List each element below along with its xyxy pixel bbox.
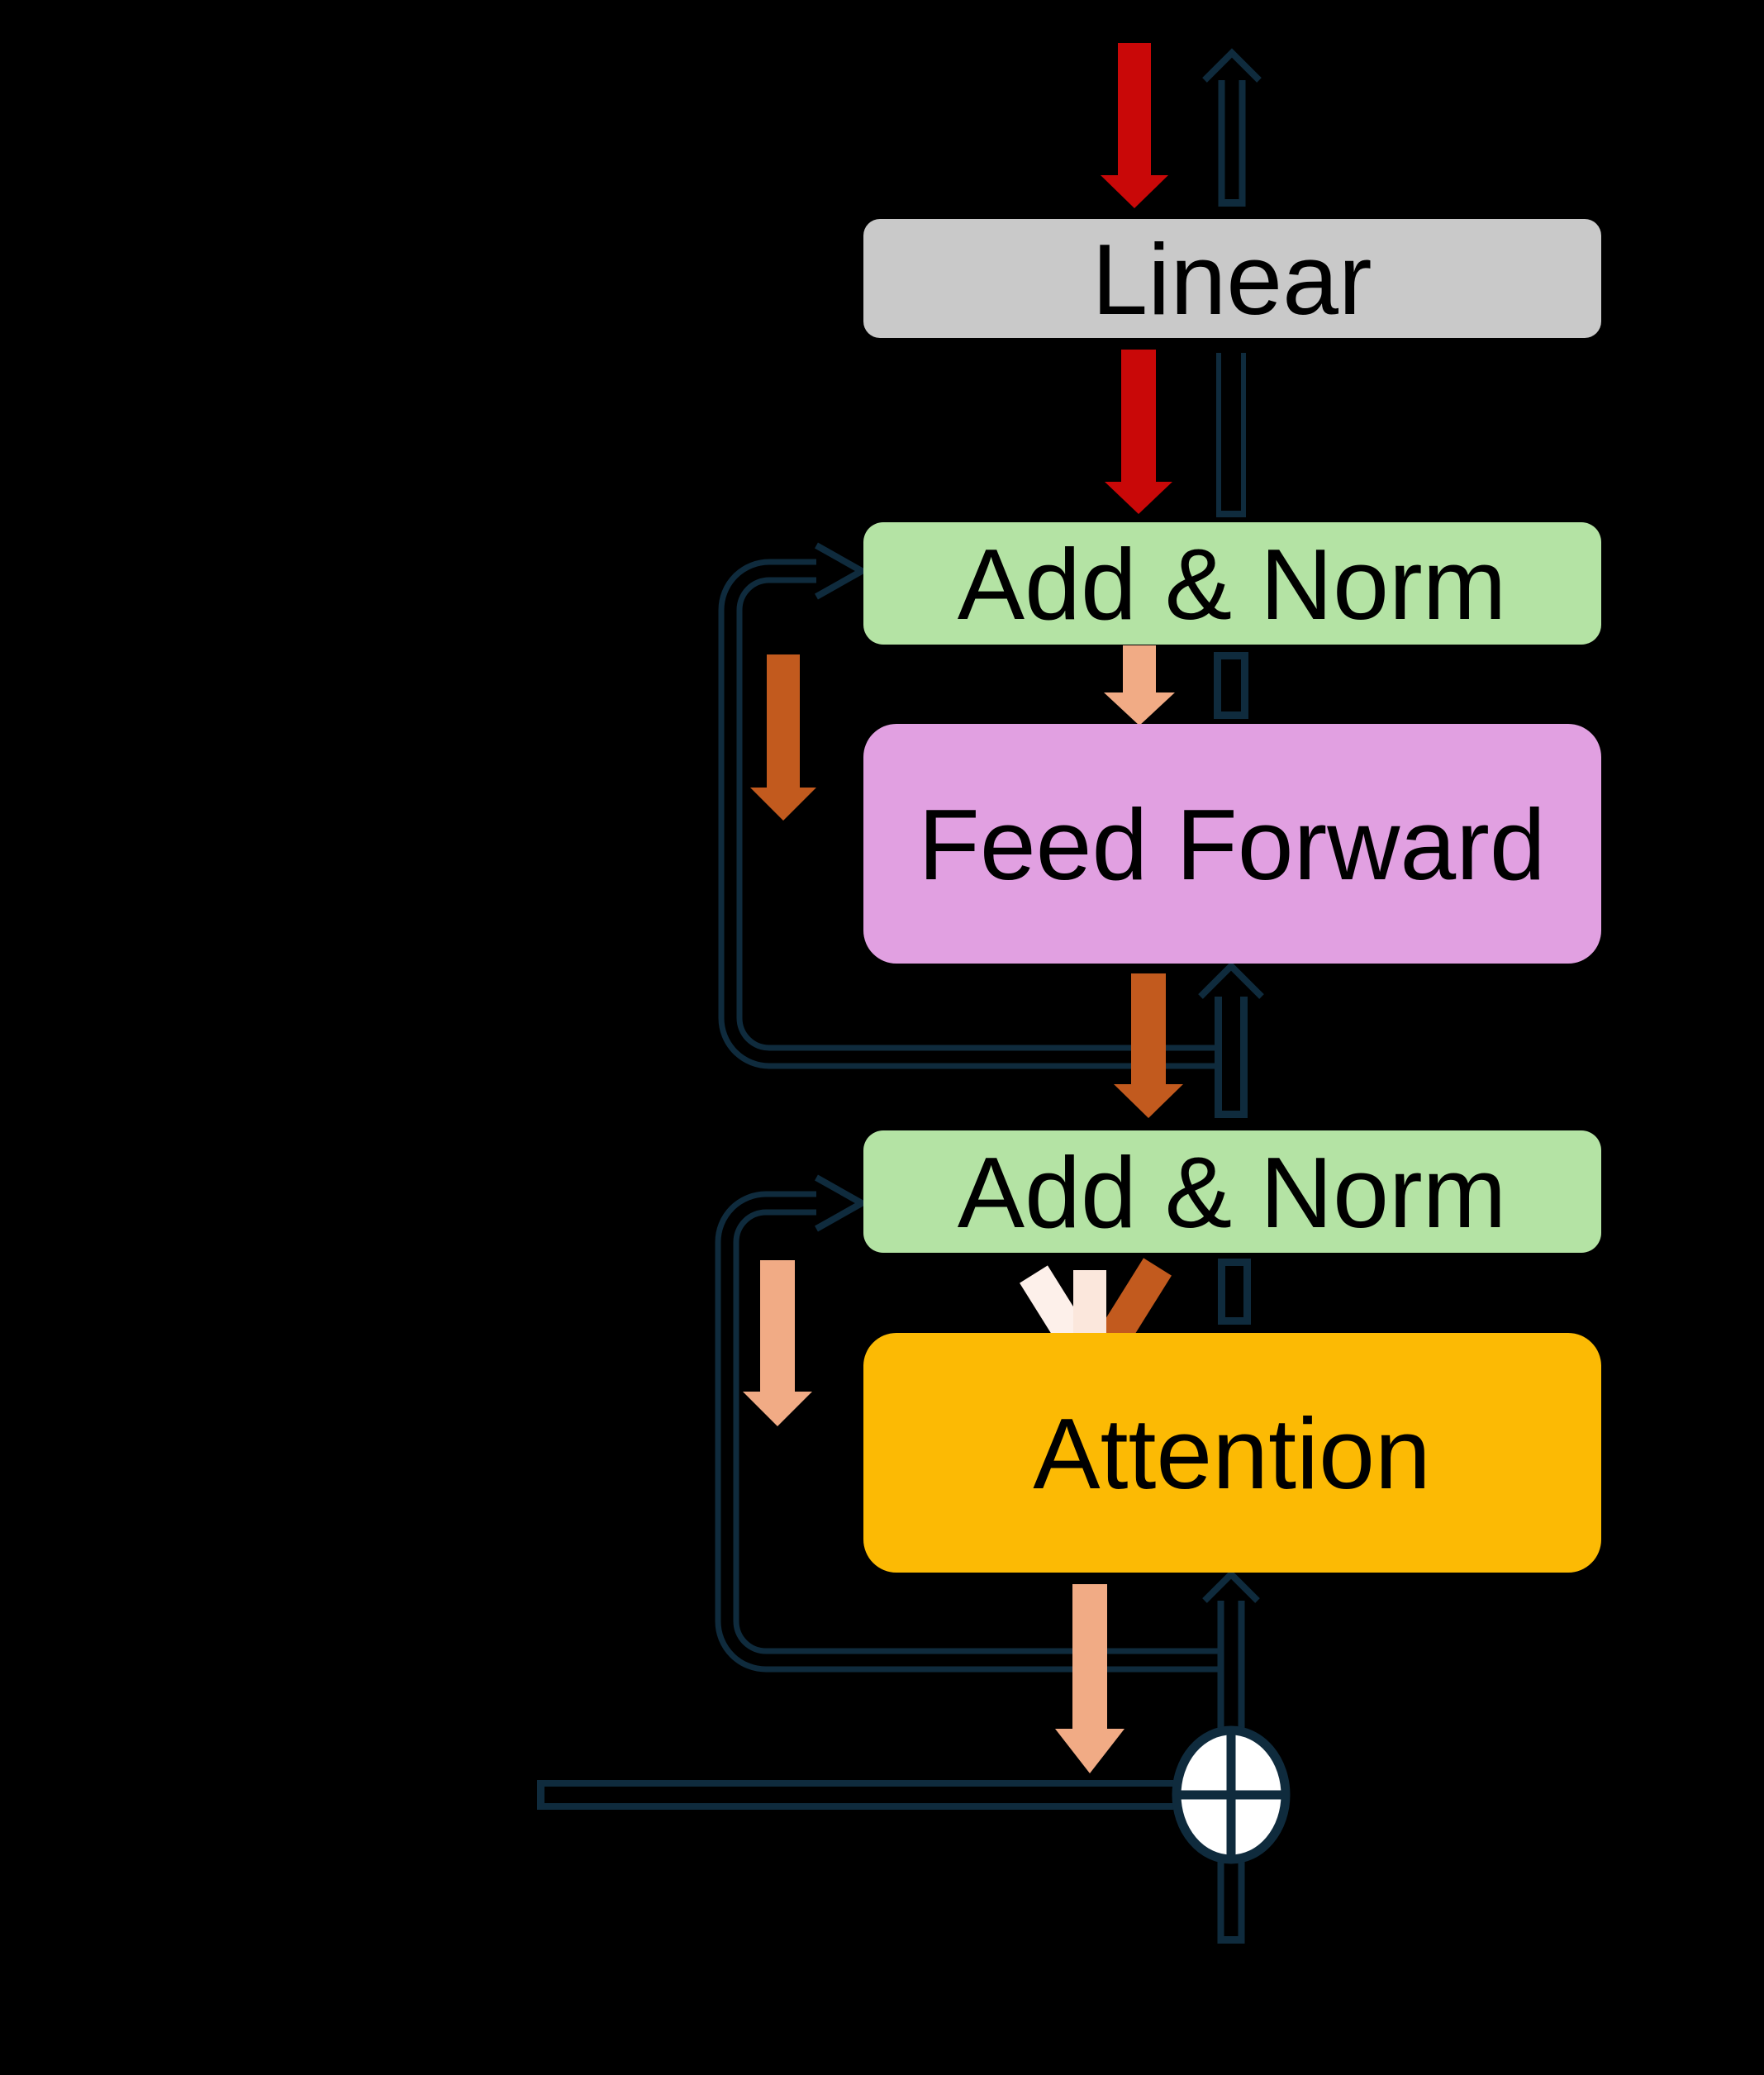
- linear-label: Linear: [1091, 223, 1372, 336]
- up-arrow-mid-icon: [1198, 961, 1264, 999]
- peach-down-arrow-addnorm1-to-ff-icon: [1104, 645, 1175, 726]
- up-line-segment-3: [1218, 1259, 1251, 1325]
- red-down-arrow-below-linear-icon: [1105, 350, 1172, 514]
- red-down-arrow-above-linear-icon: [1101, 43, 1168, 208]
- node-linear: Linear: [863, 219, 1601, 338]
- orange-down-arrow-left-upper-icon: [750, 654, 816, 821]
- peach-down-arrow-below-attention-icon: [1055, 1584, 1124, 1773]
- attention-box: [863, 1333, 1601, 1573]
- up-arrow-bottom-icon: [1202, 1569, 1260, 1603]
- feed-forward-box: [863, 724, 1601, 964]
- node-feed-forward: Feed Forward: [863, 724, 1601, 964]
- up-arrow-top-icon: [1202, 48, 1262, 83]
- residual-skip-pipe-lower-core: [720, 1197, 1226, 1667]
- residual-skip-arrowhead-upper-icon: [815, 542, 869, 600]
- feed-forward-label: Feed Forward: [918, 788, 1545, 901]
- up-line-segment-2: [1214, 652, 1248, 719]
- sum-plus-cross-icon: [1178, 1732, 1284, 1858]
- node-attention: Attention: [863, 1333, 1601, 1573]
- residual-skip-pipe-upper-core: [724, 564, 1224, 1064]
- node-add-norm-bottom: Add & Norm: [863, 1130, 1601, 1253]
- add-norm-top-box: [863, 522, 1601, 645]
- attention-label: Attention: [1033, 1397, 1431, 1510]
- add-norm-top-label: Add & Norm: [958, 528, 1506, 640]
- linear-box: [863, 219, 1601, 338]
- add-norm-bottom-label: Add & Norm: [958, 1136, 1506, 1249]
- orange-down-arrow-ff-to-addnorm2-icon: [1114, 973, 1183, 1118]
- peach-down-arrow-left-lower-icon: [743, 1260, 812, 1426]
- node-add-norm-top: Add & Norm: [863, 522, 1601, 645]
- add-norm-bottom-box: [863, 1130, 1601, 1253]
- residual-skip-arrowhead-lower-icon: [815, 1174, 869, 1232]
